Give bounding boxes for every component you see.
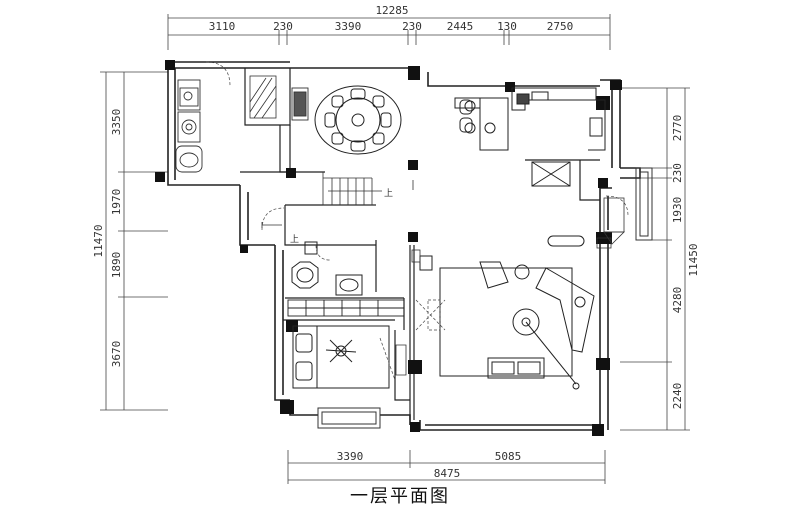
bottom-dimension-2: 5085	[495, 450, 522, 463]
right-dimension-2: 230	[671, 163, 684, 183]
right-dimension-lines	[620, 87, 690, 431]
left-dimension-4: 3670	[110, 341, 123, 368]
stair-up-label-1: 上	[384, 188, 393, 199]
wardrobe	[287, 299, 405, 317]
plan-title: 一层平面图	[350, 486, 450, 507]
refrigerator	[531, 161, 571, 187]
staircase	[322, 172, 382, 206]
bottom-total-dimension: 8475	[434, 467, 461, 480]
laundry-appliances	[175, 79, 203, 173]
top-dimension-3: 3390	[335, 20, 362, 33]
right-dimension-5: 2240	[671, 383, 684, 410]
top-dimension-5: 2445	[447, 20, 474, 33]
interior-walls	[240, 68, 600, 420]
top-dimension-7: 2750	[547, 20, 574, 33]
bed	[292, 325, 390, 389]
right-bay-window	[635, 167, 653, 241]
right-dimension-1: 2770	[671, 115, 684, 142]
living-room-rug	[439, 267, 573, 377]
bottom-dimension-1: 3390	[337, 450, 364, 463]
cabinet-hatched	[249, 75, 277, 119]
kitchen-island	[454, 97, 509, 151]
top-dimension-4: 230	[402, 20, 422, 33]
bathroom-fixtures	[291, 241, 363, 296]
kitchen-counter	[511, 87, 606, 151]
fireplace-unit	[291, 87, 309, 121]
stair-arrow	[261, 222, 282, 228]
dining-table	[314, 85, 402, 155]
bedroom-door	[395, 344, 407, 376]
left-dimension-1: 3350	[110, 109, 123, 136]
coffee-table	[512, 308, 580, 390]
right-total-dimension: 11450	[687, 243, 700, 276]
structural-columns	[155, 60, 622, 436]
sofa-set	[479, 261, 595, 379]
stair-up-label-2: 上	[290, 234, 299, 245]
top-total-dimension: 12285	[375, 4, 408, 17]
top-dimension-2: 230	[273, 20, 293, 33]
right-dimension-4: 4280	[671, 287, 684, 314]
top-dimension-1: 3110	[209, 20, 236, 33]
left-dimension-3: 1890	[110, 252, 123, 279]
door-swings	[205, 61, 629, 381]
top-dimension-lines	[167, 14, 611, 50]
bottom-dimension-lines	[287, 450, 606, 484]
wall-details	[411, 180, 625, 263]
tv-console	[419, 235, 585, 271]
right-dimension-3: 1930	[671, 197, 684, 224]
left-total-dimension: 11470	[92, 224, 105, 257]
left-dimension-2: 1970	[110, 189, 123, 216]
top-dimension-6: 130	[497, 20, 517, 33]
bay-window	[317, 407, 381, 429]
